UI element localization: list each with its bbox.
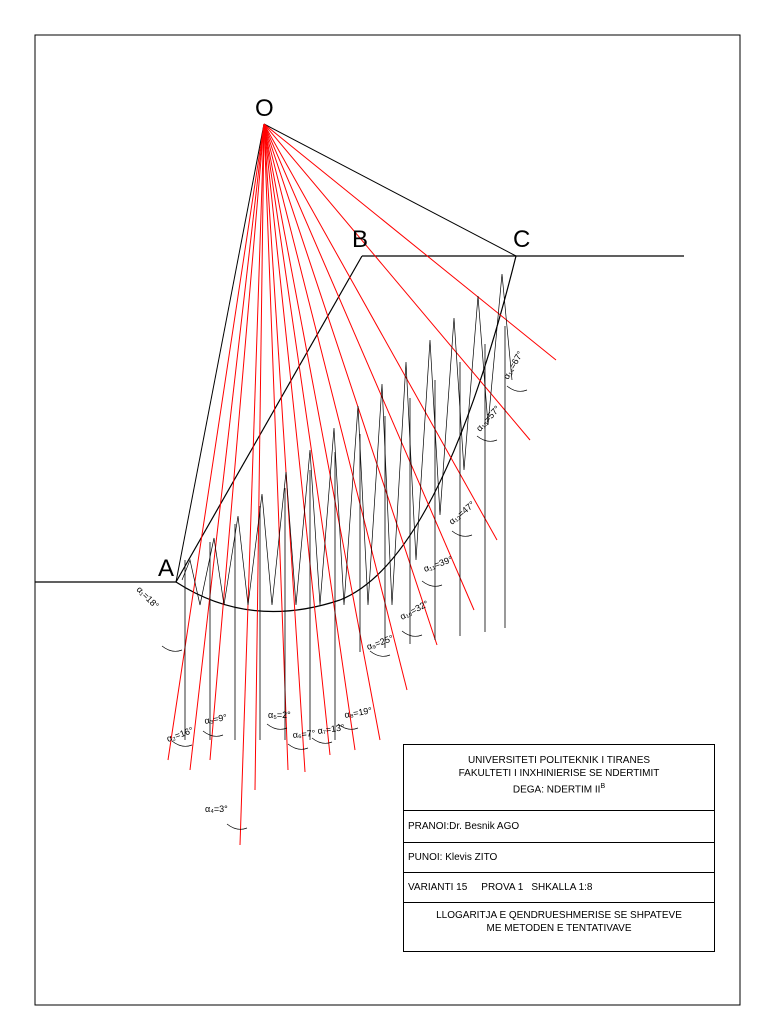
slope-face-ab [175, 255, 363, 583]
angle-label-11: α₁₁=39° [422, 554, 454, 574]
test-number: PROVA 1 [481, 882, 524, 893]
construction-rays [167, 123, 557, 846]
radius-oc [263, 123, 517, 257]
angle-arc [451, 530, 473, 537]
angle-label-8: α₈=19° [344, 705, 374, 720]
angle-arc [202, 730, 224, 737]
worked-by-row: PUNOI: Klevis ZITO [404, 843, 714, 873]
slip-circle-arc [175, 255, 517, 613]
angle-arc [287, 743, 309, 750]
angle-label-4: α₄=3° [205, 804, 228, 814]
construction-ray [189, 123, 265, 771]
variant: VARIANTI 15 [408, 882, 468, 893]
angle-arc [311, 737, 333, 744]
point-label-a: A [158, 555, 174, 582]
construction-ray [263, 123, 356, 751]
construction-ray [167, 123, 265, 761]
angle-label-12: α₁₂=47° [447, 499, 477, 527]
angle-label-3: α₃=9° [204, 712, 229, 726]
angle-arc [476, 435, 498, 442]
point-label-b: B [352, 226, 368, 253]
university-name: UNIVERSITETI POLITEKNIK I TIRANES [467, 755, 651, 766]
construction-ray [239, 123, 265, 846]
construction-ray [254, 123, 265, 791]
scale: SHKALLA 1:8 [531, 882, 593, 893]
title-block-header: UNIVERSITETI POLITEKNIK I TIRANES FAKULT… [404, 745, 714, 811]
angle-arc [171, 740, 193, 747]
point-label-c: C [513, 226, 530, 253]
approved-by-row: PRANOI:Dr. Besnik AGO [404, 811, 714, 843]
angle-arc [506, 385, 528, 392]
construction-ray [263, 123, 438, 646]
worked-by: PUNOI: Klevis ZITO [408, 852, 498, 863]
drawing-frame [34, 34, 741, 1006]
angle-arc [226, 823, 248, 830]
angle-label-7: α₇=13° [317, 722, 346, 736]
angle-arc [369, 650, 391, 657]
title-block: UNIVERSITETI POLITEKNIK I TIRANES FAKULT… [403, 744, 715, 952]
radius-lines [175, 123, 517, 583]
construction-ray [209, 123, 265, 761]
drawing-title: LLOGARITJA E QENDRUESHMERISE SE SHPATEVE… [436, 910, 682, 934]
force-zigzag [181, 273, 513, 606]
angle-label-2: α₂=16° [165, 725, 195, 744]
angle-arc [161, 645, 183, 652]
point-label-o: O [255, 95, 274, 122]
angle-label-1: α₁=18° [135, 584, 162, 611]
variant-row: VARIANTI 15 PROVA 1 SHKALLA 1:8 [404, 873, 714, 903]
construction-ray [263, 123, 331, 756]
angle-markers [161, 385, 528, 830]
slope-profile [35, 255, 684, 583]
angle-arc [401, 630, 423, 637]
slice-lines [181, 273, 513, 740]
angle-label-6: α₆=7° [292, 728, 316, 740]
construction-ray [263, 123, 289, 771]
construction-ray [263, 123, 531, 441]
radius-oa [175, 123, 265, 583]
angle-label-9: α₉=25° [365, 633, 395, 652]
faculty-name: FAKULTETI I INXHINIERISE SE NDERTIMIT [458, 768, 660, 779]
angle-arc [337, 723, 359, 730]
angle-label-13: α₁₃=57° [474, 403, 502, 433]
angle-label-5: α₅=2° [268, 710, 291, 720]
branch-line: DEGA: NDERTIM IIB [512, 783, 606, 796]
construction-ray [263, 123, 475, 611]
approved-by: PRANOI:Dr. Besnik AGO [408, 821, 520, 832]
drawing-title-row: LLOGARITJA E QENDRUESHMERISE SE SHPATEVE… [404, 903, 714, 951]
construction-ray [263, 123, 381, 741]
construction-ray [263, 123, 498, 541]
angle-arc [266, 723, 288, 730]
construction-ray [263, 123, 408, 691]
construction-ray [263, 123, 557, 361]
angle-arc [421, 580, 443, 587]
construction-ray [263, 123, 306, 773]
